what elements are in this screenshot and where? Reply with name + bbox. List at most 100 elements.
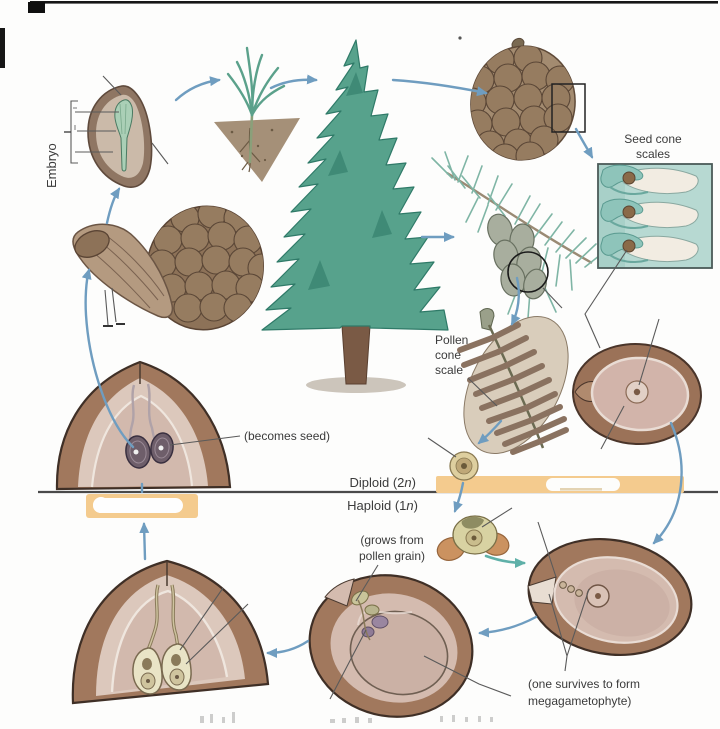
pollen-grain-leader (481, 507, 513, 528)
seed-cone-scales-label-line2: scales (636, 147, 670, 161)
tree-canopy (261, 39, 449, 331)
tree-shade-accent (346, 72, 363, 96)
megaspore-chain (559, 581, 583, 597)
text-labels: Seed cone scales Pollen cone scale (beco… (244, 132, 682, 708)
arrow-pollen-cone-to-microspore (477, 419, 503, 445)
redacted-label-pill (93, 497, 109, 513)
ovule-leader-center (638, 318, 660, 386)
ovule-megaspores (527, 521, 693, 672)
seed-diagonal-leaders (102, 75, 169, 165)
seed-scale-unit (600, 198, 699, 230)
archegonium-left (132, 647, 163, 695)
circle-to-pollen-cone-line (542, 287, 563, 309)
open-cone-winged-seed-illustration (72, 199, 277, 331)
becomes-seed-leader (169, 435, 241, 446)
pollen-grain-illustration (436, 507, 513, 561)
ovule-pollen-tube (308, 574, 512, 718)
arrow-seedling-to-tree (269, 74, 318, 90)
erased-tick-marks (73, 107, 77, 130)
seed-cone-scales-label-line1: Seed cone (624, 132, 682, 146)
grows-from-label-line2: pollen grain) (359, 549, 425, 563)
one-survives-label-line2: megagametophyte) (528, 694, 631, 708)
cell-nucleus (595, 593, 601, 599)
seedling-stem (248, 113, 254, 164)
young-cones-cluster (487, 213, 547, 300)
pollen-cone-label-line3: scale (435, 363, 463, 377)
micropyle-notch (324, 578, 355, 607)
mature-seed-cone-illustration (463, 37, 586, 167)
cotyledon-lines (119, 103, 127, 135)
seed-cone-scales-inset (584, 163, 713, 349)
soil-speckles (230, 128, 274, 162)
embryo-label: Embryo (44, 143, 59, 188)
microspore-mother-cell (427, 437, 479, 481)
seed-embryo (114, 99, 133, 172)
arrow-cone-to-seed (105, 187, 121, 225)
tree-shade-accent (372, 210, 392, 238)
egg-cells (125, 432, 174, 469)
arrow-zygote-to-cone (81, 268, 135, 449)
arrow-cone-to-inset (574, 127, 594, 159)
arrow-pollen-to-ovule (484, 554, 526, 568)
tree-trunk (341, 325, 371, 385)
pollen-cone-branch-illustration (431, 151, 605, 319)
seed-scale-unit (600, 232, 699, 264)
seed-with-embryo-illustration (87, 85, 153, 188)
pine-tree-illustration (261, 39, 449, 393)
pollen-tube-cells (351, 590, 389, 641)
becomes-seed-label: (becomes seed) (244, 429, 330, 443)
grows-from-label-leader (355, 564, 379, 602)
seed-cone-scales-texture (463, 43, 575, 167)
arrow-fertilization-up (139, 522, 150, 561)
inset-to-ovule-leader (584, 249, 628, 349)
pollen-cone-illustration (457, 308, 569, 455)
faded-text-smudge (560, 488, 602, 491)
cycle-arrows (81, 74, 683, 658)
grows-from-label-line1: (grows from (360, 533, 423, 547)
soil-mound (214, 118, 300, 182)
arrow-tree-to-seed-cone (391, 78, 488, 97)
redacted-label-pill (546, 478, 620, 491)
seed-body-on-wing (74, 230, 110, 258)
embryo-bracket (70, 100, 78, 164)
diploid-label: Diploid (2n) (350, 475, 417, 490)
cell-nucleus (471, 535, 477, 541)
winged-seed-leaders (104, 287, 117, 326)
pollen-cone-label-leader (467, 377, 498, 407)
suspensor-tubes (128, 383, 156, 441)
cell-nucleus (633, 388, 641, 396)
cropped-caption-remnants (200, 712, 493, 723)
pollen-cone-stem (479, 308, 495, 331)
seed-part-leaders (75, 111, 119, 153)
pollen-cap (461, 516, 484, 529)
meiosis-bar-redacted (436, 476, 684, 493)
redacted-label-pill (93, 498, 183, 513)
cell-nucleus (461, 463, 467, 469)
erased-label-dashes (103, 323, 125, 327)
arrow-seed-to-seedling (174, 76, 221, 102)
gametophyte-leader (423, 655, 512, 697)
cone-highlight-circle (507, 251, 549, 293)
archegonium-right (161, 643, 192, 691)
archegonia-leaders (179, 587, 249, 665)
fertilization-box-redacted (86, 494, 198, 518)
nucellus-rim (110, 589, 229, 693)
seed-scale-unit (600, 164, 699, 196)
microspore-leader (427, 437, 457, 458)
nucellus-rim (90, 394, 194, 488)
one-survives-label-line1: (one survives to form (528, 677, 640, 691)
arrow-gametophyte-to-archegonia (266, 639, 310, 658)
arrow-branch-to-pollen-cone (510, 276, 521, 326)
embryo-bracket-group: Embryo (44, 100, 78, 188)
pollen-cone-label-line2: cone (435, 348, 461, 362)
ovule-eggs-becomes-seed (55, 360, 241, 491)
ovule-archegonia (71, 559, 270, 705)
megaspore-fork-leaders (548, 588, 590, 672)
tree-shade-accent (328, 150, 348, 176)
ovule-leader-bottom (600, 405, 625, 450)
seedling-shoots (226, 46, 286, 117)
scale-highlight-rectangle (551, 83, 586, 133)
pollen-cone-label-line1: Pollen (435, 333, 468, 347)
haploid-label: Haploid (1n) (347, 498, 418, 513)
